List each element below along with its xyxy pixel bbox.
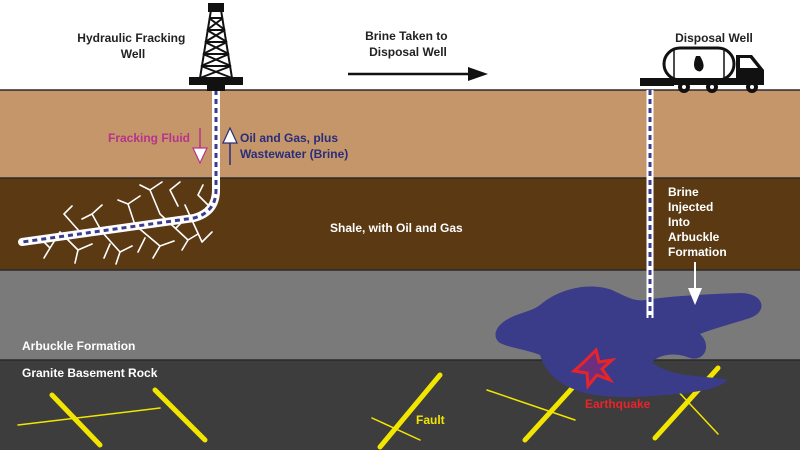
disposal-well-label: Disposal Well (675, 31, 753, 45)
brine-taken-label: Brine Taken to Disposal Well (365, 29, 451, 59)
oil-gas-arrow (222, 126, 238, 165)
tanker-truck-icon (640, 46, 764, 93)
drilling-rig-icon (189, 3, 243, 91)
brine-plume (495, 286, 762, 397)
earthquake-label: Earthquake (585, 397, 651, 411)
fracking-fluid-label: Fracking Fluid (108, 131, 190, 145)
shale-label: Shale, with Oil and Gas (330, 221, 463, 235)
injection-arrow (688, 262, 702, 305)
shale-fractures (41, 181, 213, 265)
fault-label: Fault (416, 413, 445, 427)
fracking-well-label: Hydraulic Fracking Well (77, 31, 188, 61)
brine-injected-label: Brine Injected Into Arbuckle Formation (668, 185, 727, 259)
fracking-fluid-arrow (192, 128, 208, 165)
oil-gas-label: Oil and Gas, plus Wastewater (Brine) (240, 131, 348, 161)
earthquake-star-icon (570, 347, 617, 390)
right-arrow-icon (348, 67, 488, 81)
granite-label: Granite Basement Rock (22, 366, 158, 380)
topsoil-layer (0, 90, 800, 178)
arbuckle-label: Arbuckle Formation (22, 339, 135, 353)
